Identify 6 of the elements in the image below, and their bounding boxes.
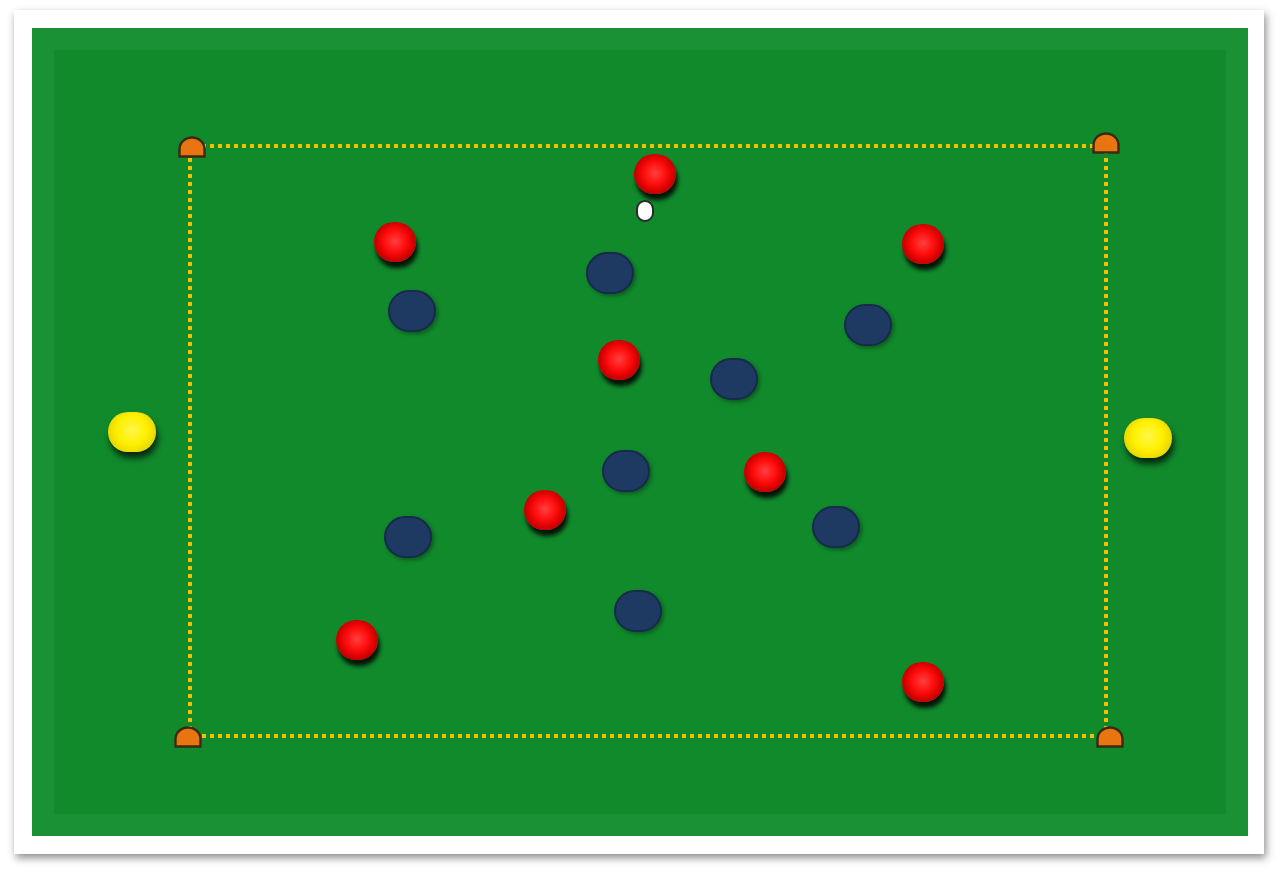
cone-icon xyxy=(1095,725,1123,747)
cone-icon xyxy=(1092,131,1120,153)
pitch xyxy=(32,28,1248,836)
dotted-boundary xyxy=(188,144,1108,738)
cone-icon xyxy=(174,725,202,747)
cone-icon xyxy=(178,136,206,158)
